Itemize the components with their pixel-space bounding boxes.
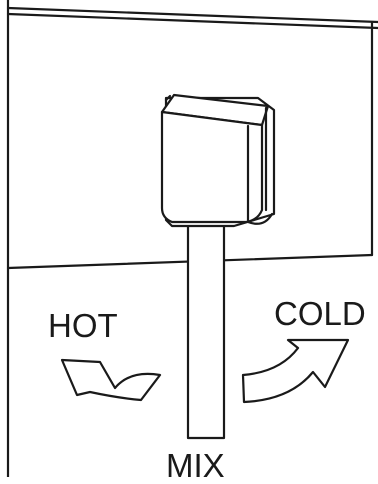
handle-stem[interactable] xyxy=(186,218,226,440)
hot-label: HOT xyxy=(48,307,118,344)
curved-arrow-right-icon xyxy=(241,338,350,404)
cold-label: COLD xyxy=(274,295,366,332)
mix-label: MIX xyxy=(166,447,225,484)
handle-block[interactable] xyxy=(160,93,276,228)
curved-arrow-left-icon xyxy=(60,358,162,402)
